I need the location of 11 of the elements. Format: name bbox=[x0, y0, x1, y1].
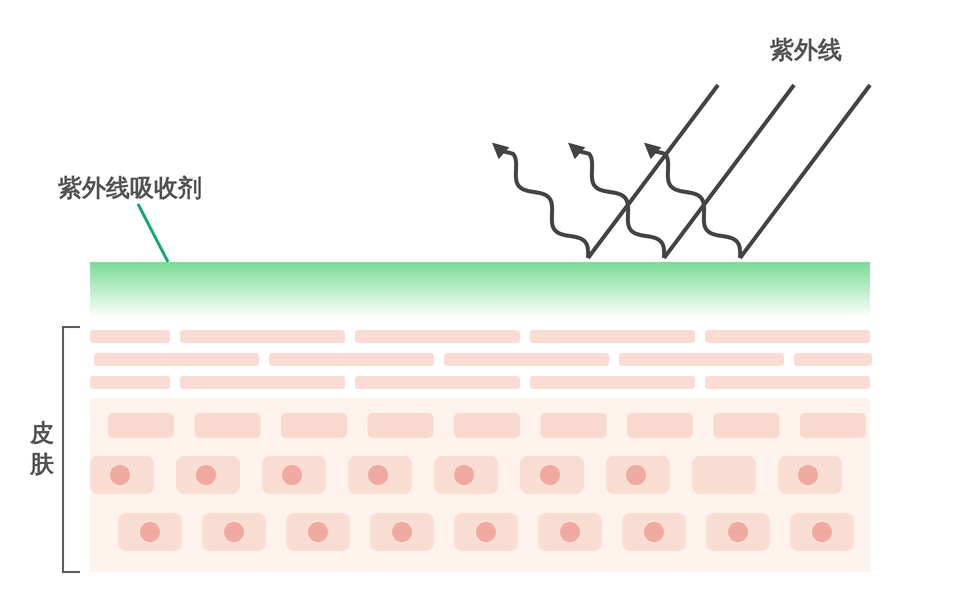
skin-label: 皮肤 bbox=[30, 418, 55, 480]
uv-ray bbox=[586, 84, 720, 260]
uv-ray bbox=[738, 84, 872, 260]
reflected-ray bbox=[492, 142, 590, 258]
uv-ray bbox=[662, 84, 796, 260]
uv-label: 紫外线 bbox=[770, 35, 842, 66]
absorber-label: 紫外线吸收剂 bbox=[58, 172, 202, 204]
absorber-layer bbox=[90, 262, 870, 318]
reflected-ray bbox=[568, 142, 666, 258]
reflected-ray bbox=[644, 142, 742, 258]
leader-line bbox=[136, 203, 170, 263]
